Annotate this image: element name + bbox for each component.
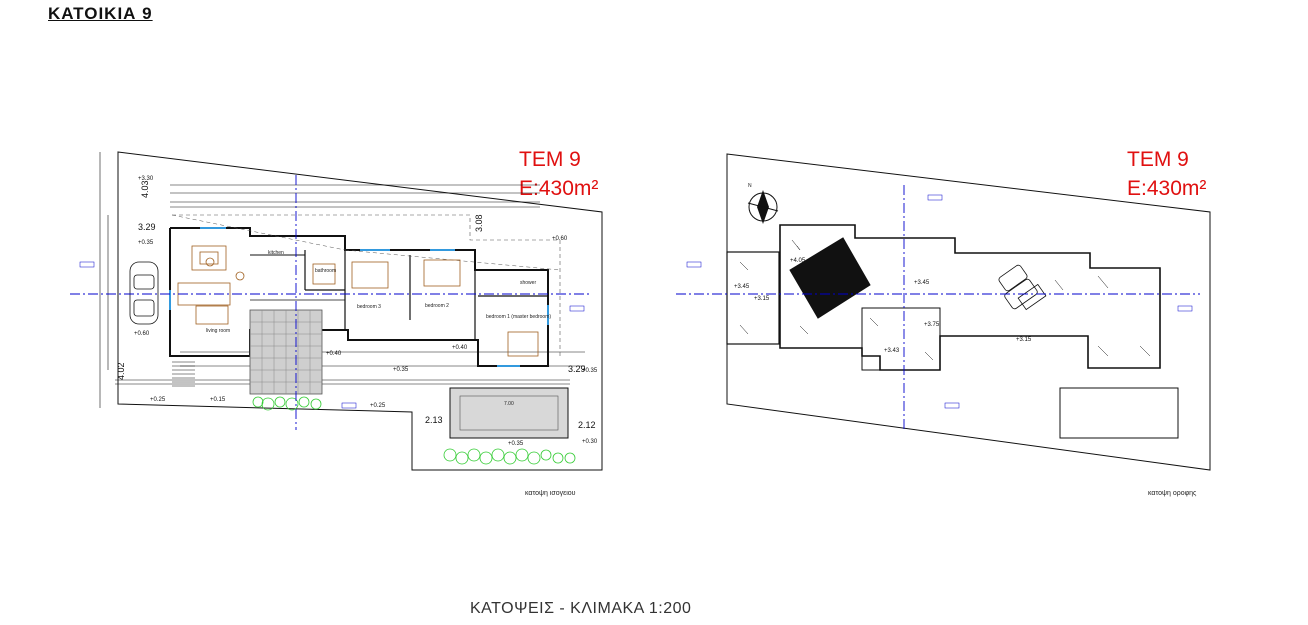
roof-plot-id: TEM 9 <box>1127 148 1189 171</box>
level-mark: +3.30 <box>138 176 154 182</box>
ground-plot-boundary <box>117 151 603 471</box>
dimension-text: 4.03 <box>140 180 150 198</box>
ground-plot-label-block: TEM 9 E:430m² <box>519 145 598 203</box>
level-mark: +3.15 <box>1016 337 1032 343</box>
level-mark: +3.15 <box>754 296 770 302</box>
level-mark: +0.35 <box>582 368 598 374</box>
room-label: kitchen <box>268 250 284 256</box>
roof-plot-area: E:430m² <box>1127 177 1207 200</box>
room-label: bedroom 1 (master bedroom) <box>486 314 551 320</box>
level-mark: +0.30 <box>582 439 598 445</box>
level-mark: +0.35 <box>138 240 154 246</box>
swimming-pool <box>449 387 569 439</box>
roof-pool-outline <box>1059 387 1179 439</box>
ground-plot-area: E:430m² <box>519 177 599 200</box>
dimension-text: 2.12 <box>578 420 596 430</box>
scale-caption: ΚΑΤΟΨΕΙΣ - ΚΛΙΜΑΚΑ 1:200 <box>470 600 692 617</box>
ground-level-marks: +3.30 +0.35 +0.60 +0.40 +0.35 +0.25 +0.4… <box>134 176 598 447</box>
room-label: shower <box>520 280 536 286</box>
room-label: living room <box>206 328 230 334</box>
level-mark: +4.05 <box>790 258 806 264</box>
roof-plan: N +4.05 +3.45 +3.15 +3.45 +3.75 +3.43 +3… <box>676 153 1211 471</box>
dimension-text: 2.13 <box>425 415 443 425</box>
svg-text:N: N <box>748 183 752 189</box>
ground-floor-plan: +3.30 +0.35 +0.60 +0.40 +0.35 +0.25 +0.4… <box>70 151 603 471</box>
roof-level-marks: +4.05 +3.45 +3.15 +3.45 +3.75 +3.43 +3.1… <box>734 258 1032 354</box>
level-mark: +0.40 <box>452 345 468 351</box>
dimension-text: 3.08 <box>474 214 484 232</box>
north-arrow-icon: N <box>747 183 779 224</box>
ground-plan-caption: κατοψη ισογειου <box>525 490 576 497</box>
level-mark: +0.35 <box>393 367 409 373</box>
level-mark: +0.60 <box>134 331 150 337</box>
level-mark: +0.25 <box>370 403 386 409</box>
level-mark: +3.45 <box>914 280 930 286</box>
level-mark: +3.75 <box>924 322 940 328</box>
level-mark: +0.40 <box>326 351 342 357</box>
car-icon <box>129 261 159 325</box>
solar-water-heater <box>998 264 1047 311</box>
landscape-shrubs <box>252 396 576 465</box>
solar-panel <box>789 237 871 319</box>
room-labels: living room kitchen bathroom bedroom 3 b… <box>206 250 551 334</box>
dimension-text: 7.00 <box>504 401 514 407</box>
level-mark: +3.45 <box>734 284 750 290</box>
dimension-text: 3.29 <box>138 222 156 232</box>
roof-plan-caption: κατοψη οροφης <box>1148 490 1197 497</box>
page-title: ΚΑΤΟΙΚΙΑ 9 <box>48 4 153 23</box>
room-label: bathroom <box>315 268 336 274</box>
level-mark: +3.43 <box>884 348 900 354</box>
roof-plot-boundary <box>726 153 1211 471</box>
dimension-text: 4.02 <box>116 362 126 380</box>
ground-plot-id: TEM 9 <box>519 148 581 171</box>
ground-dimensions: 4.03 3.29 4.02 2.13 2.12 3.29 3.08 7.00 <box>116 180 596 430</box>
ground-house-walls <box>169 227 549 367</box>
level-mark: +0.35 <box>508 441 524 447</box>
room-label: bedroom 2 <box>425 303 449 309</box>
level-mark: +0.60 <box>552 236 568 242</box>
roof-plot-label-block: TEM 9 E:430m² <box>1127 145 1206 203</box>
dimension-text: 3.29 <box>568 364 586 374</box>
level-mark: +0.15 <box>210 397 226 403</box>
room-label: bedroom 3 <box>357 304 381 310</box>
level-mark: +0.25 <box>150 397 166 403</box>
